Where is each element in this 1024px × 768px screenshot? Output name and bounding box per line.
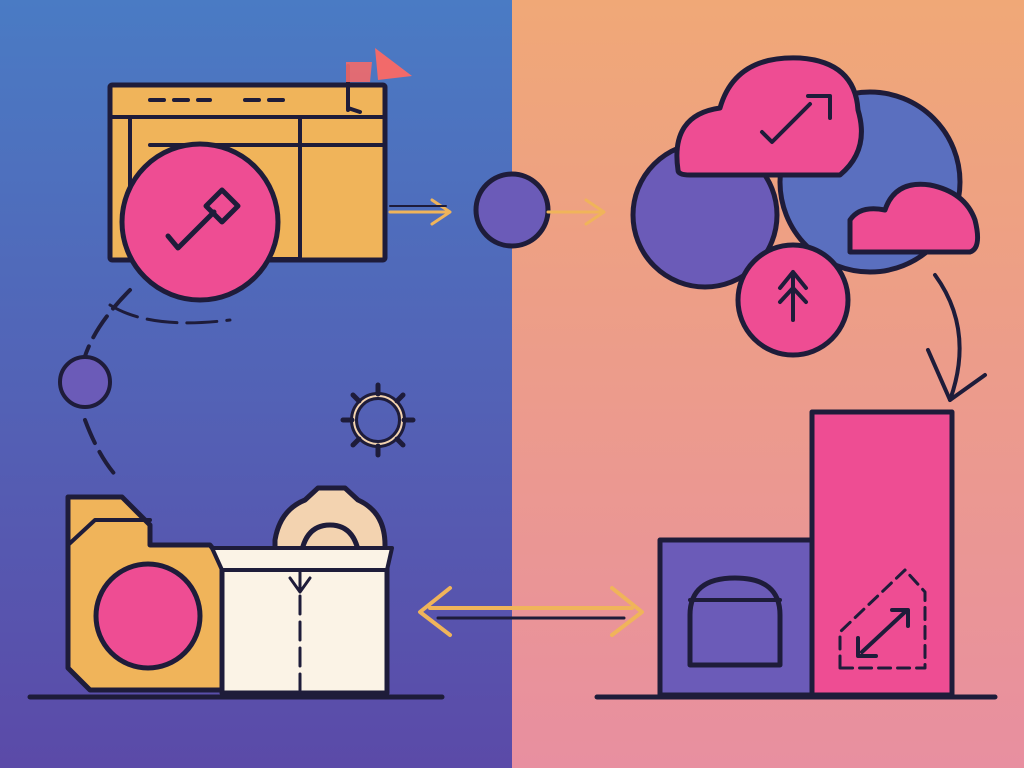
cream-box-icon <box>210 546 394 696</box>
bidirectional-arrow-icon <box>418 586 644 637</box>
cloud-cluster-icon <box>630 55 981 358</box>
resize-arrow-icon <box>838 568 927 670</box>
arrow-right-icon <box>388 198 452 226</box>
tower-block-icon <box>809 409 955 698</box>
storage-box-icon <box>65 494 225 693</box>
arrow-down-icon <box>926 273 987 402</box>
connector-dot-icon <box>473 171 551 249</box>
loop-arc-icon <box>58 288 132 482</box>
arrow-right-icon <box>546 198 606 226</box>
server-stack-icon <box>657 537 818 698</box>
gear-icon <box>340 382 416 458</box>
link-check-icon <box>108 141 281 325</box>
flag-icon <box>346 48 412 114</box>
